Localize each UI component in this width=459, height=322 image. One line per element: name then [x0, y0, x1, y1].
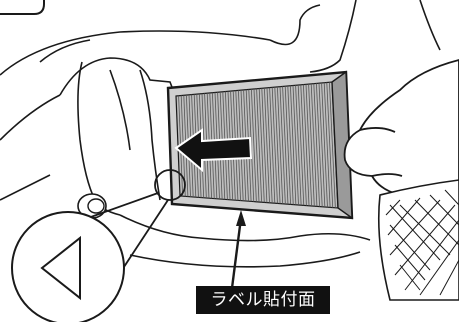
filter-pleat — [282, 86, 289, 205]
filter-pleat — [277, 86, 284, 204]
triangle-mark-icon — [40, 235, 81, 301]
zoom-focus-circle — [154, 169, 186, 201]
filter-pleat — [287, 85, 294, 205]
filter-pleat — [251, 89, 257, 202]
filter-pleat — [316, 83, 323, 207]
filter-pleat — [321, 82, 328, 208]
filter-pleat — [326, 82, 334, 208]
filter-pleat — [295, 85, 302, 206]
magnified-view — [11, 211, 125, 322]
filter-pleat — [253, 88, 260, 203]
label-surface-tag: ラベル貼付面 — [196, 286, 330, 314]
filter-pleat — [313, 83, 320, 207]
filter-pleat — [297, 85, 305, 206]
filter-pleat — [310, 83, 318, 207]
filter-pleat — [258, 88, 265, 203]
callout-lines — [87, 192, 169, 277]
filter-pleat — [290, 85, 297, 205]
filter-pleat — [329, 82, 336, 208]
filter-pleat — [261, 88, 268, 203]
filter-pleat — [323, 82, 331, 208]
insert-direction-arrow-icon — [174, 128, 253, 173]
filter-pleat — [269, 87, 276, 204]
filter-pleat — [303, 84, 310, 206]
filter-pleat — [308, 84, 315, 207]
filter-pleat — [318, 83, 326, 208]
filter-pleat — [264, 88, 270, 203]
filter-pleat — [292, 85, 299, 206]
filter-pleat — [284, 86, 291, 205]
filter-pleat — [300, 84, 307, 206]
filter-pleat — [305, 84, 313, 207]
screw-boss — [77, 193, 107, 219]
glove-pattern — [377, 179, 459, 301]
hand — [343, 59, 459, 203]
filter-pleat — [274, 87, 281, 204]
filter-pleat — [271, 87, 278, 204]
label-leader — [230, 210, 246, 289]
filter-pleat — [266, 87, 273, 204]
air-filter — [166, 70, 354, 220]
corner-tab-outline — [0, 0, 45, 15]
filter-pleat — [256, 88, 263, 203]
filter-pleat — [279, 86, 286, 205]
